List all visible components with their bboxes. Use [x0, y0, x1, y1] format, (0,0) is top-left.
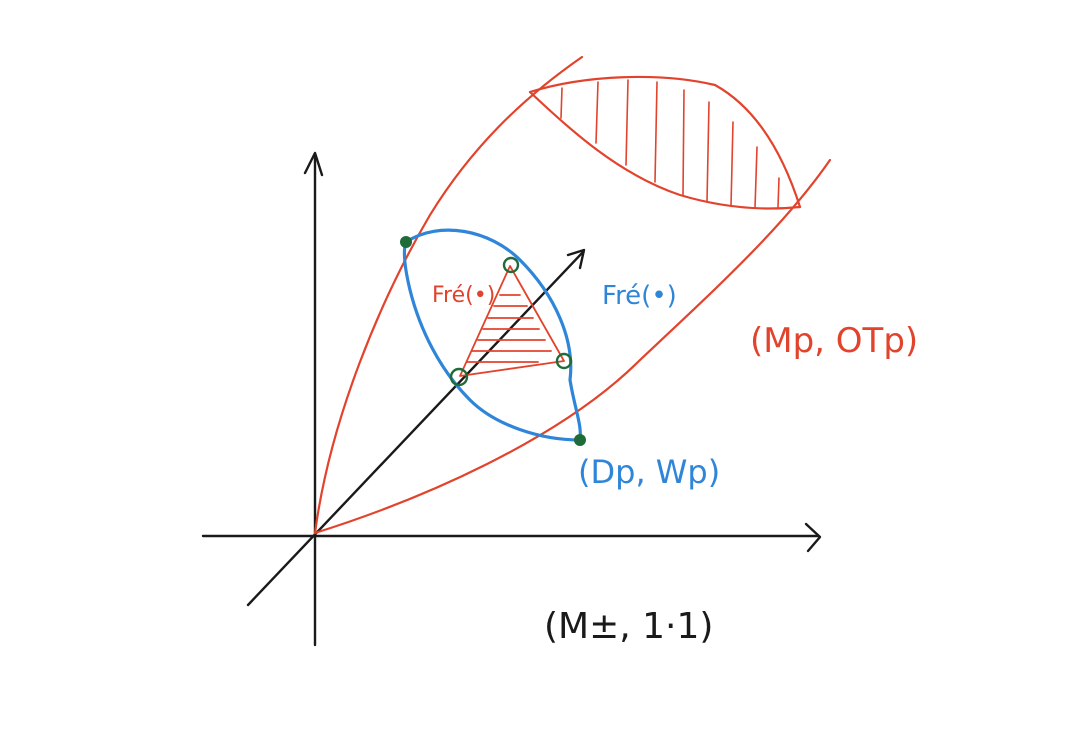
x-axis-arrowhead — [804, 522, 822, 553]
label-frechet-inner: Fré(•) — [602, 281, 677, 311]
diagonal-axis — [246, 250, 585, 607]
inner-loop — [402, 228, 582, 442]
label-outer-space: (Mp, OTp) — [750, 321, 918, 361]
cone-top-cap-lower — [528, 90, 802, 210]
triangle-outline — [459, 265, 565, 377]
cap-hatching — [560, 79, 780, 209]
y-axis-arrowhead — [303, 151, 324, 177]
frechet-triangle — [459, 265, 565, 377]
label-frechet-outer: Fré(•) — [432, 283, 495, 308]
open-point-top — [502, 256, 520, 274]
cone-left-edge — [313, 55, 584, 535]
label-base-space: (M±, 1·1) — [544, 606, 713, 647]
outer-cone — [313, 55, 832, 535]
diagonal-axis-arrowhead — [566, 248, 586, 270]
open-point-right — [555, 352, 573, 370]
axes — [201, 151, 822, 647]
label-inner-space: (Dp, Wp) — [578, 453, 720, 491]
filled-point-lower — [574, 434, 586, 446]
cone-right-edge — [313, 158, 832, 535]
open-point-left — [449, 367, 469, 387]
points — [400, 236, 586, 446]
filled-point-upper — [400, 236, 412, 248]
cone-top-cap-upper — [528, 75, 802, 209]
